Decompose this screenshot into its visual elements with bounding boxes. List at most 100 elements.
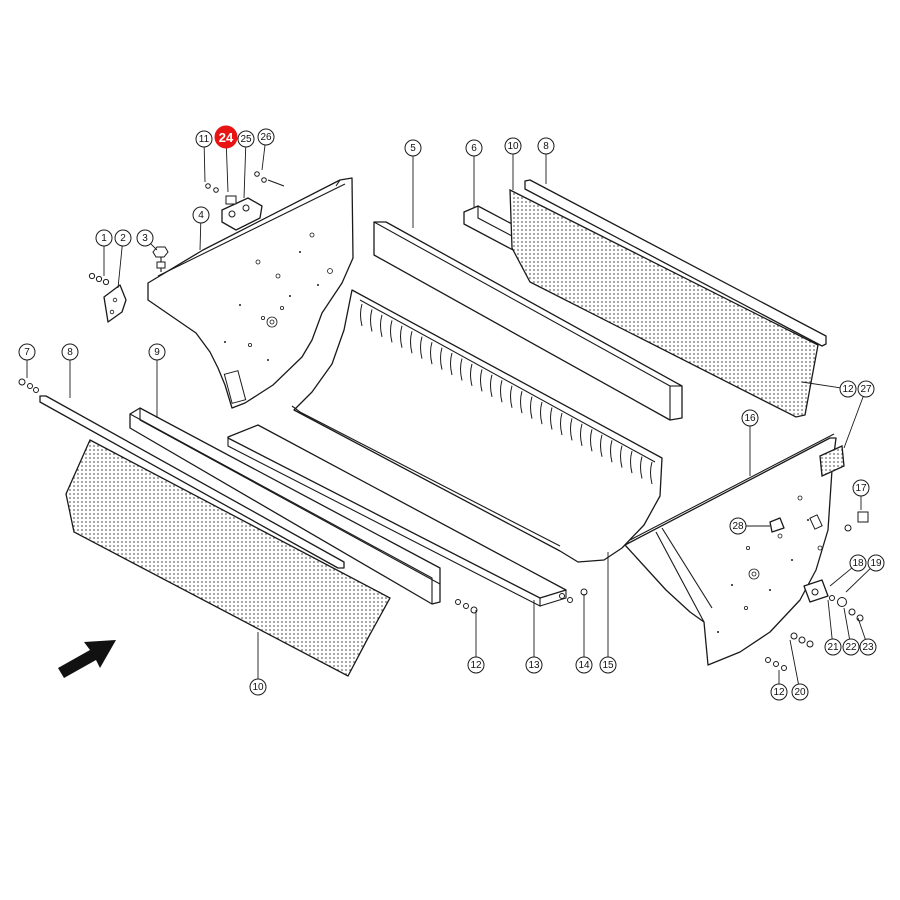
callout-27[interactable]: 27 (857, 380, 875, 398)
grate-slot (480, 369, 483, 392)
side-plate-left (147, 177, 354, 409)
grate-slot (500, 380, 503, 403)
callout-21[interactable]: 21 (824, 638, 842, 656)
callout-5[interactable]: 5 (404, 139, 422, 157)
callout-label: 17 (855, 483, 867, 494)
callout-label: 10 (507, 141, 519, 152)
callout-circle (791, 683, 809, 701)
hinge-bracket (205, 171, 285, 231)
grate-slot (570, 418, 573, 441)
leader-line-20 (789, 639, 799, 685)
callout-10[interactable]: 10 (249, 678, 267, 696)
callout-circle (61, 343, 79, 361)
callout-11[interactable]: 11 (195, 130, 213, 148)
callout-circle (525, 656, 543, 674)
leader-line-23 (857, 617, 866, 640)
callout-18[interactable]: 18 (849, 554, 867, 572)
callout-circle (249, 678, 267, 696)
callout-circle (18, 343, 36, 361)
callout-label: 28 (732, 521, 744, 532)
callout-label: 7 (24, 347, 30, 358)
callout-7[interactable]: 7 (18, 343, 36, 361)
callout-label: 11 (199, 134, 210, 145)
leader-line-2 (117, 245, 123, 289)
callout-circle (136, 229, 154, 247)
callout-circle (859, 638, 877, 656)
grate-slot (640, 456, 643, 479)
mesh-screen-top (509, 188, 819, 418)
grate-slot (530, 396, 533, 419)
leader-line-24 (225, 147, 229, 193)
callout-15[interactable]: 15 (599, 656, 617, 674)
grate-slot (520, 391, 523, 414)
callout-label: 5 (410, 143, 416, 154)
callout-12[interactable]: 12 (770, 683, 788, 701)
side-plate-right (624, 433, 845, 666)
callout-circle (214, 125, 238, 149)
callout-circle (857, 380, 875, 398)
callout-circle (575, 656, 593, 674)
callout-circle (839, 380, 857, 398)
callout-highlighted[interactable]: 24 (214, 125, 238, 149)
callout-label: 14 (578, 660, 590, 671)
callout-8[interactable]: 8 (537, 137, 555, 155)
callout-16[interactable]: 16 (741, 409, 759, 427)
callout-circle (537, 137, 555, 155)
callout-9[interactable]: 9 (148, 343, 166, 361)
concave-grate (291, 289, 663, 563)
callout-circle (867, 554, 885, 572)
callout-28[interactable]: 28 (729, 517, 747, 535)
callout-4[interactable]: 4 (192, 206, 210, 224)
grate-slot (420, 336, 423, 359)
callout-25[interactable]: 25 (237, 130, 255, 148)
callout-label: 16 (744, 413, 756, 424)
callout-8[interactable]: 8 (61, 343, 79, 361)
callout-label: 10 (252, 682, 264, 693)
callout-circle (849, 554, 867, 572)
callout-14[interactable]: 14 (575, 656, 593, 674)
bottom-hardware (18, 378, 588, 614)
grate-slot (540, 401, 543, 425)
leader-line-18 (829, 567, 853, 587)
grate-slot (370, 309, 373, 332)
callout-10[interactable]: 10 (504, 137, 522, 155)
leader-line-11 (203, 146, 206, 183)
callout-3[interactable]: 3 (136, 229, 154, 247)
grate-slot (440, 347, 443, 370)
callout-circle (852, 479, 870, 497)
callout-2[interactable]: 2 (114, 229, 132, 247)
callout-6[interactable]: 6 (465, 139, 483, 157)
callout-20[interactable]: 20 (791, 683, 809, 701)
callout-1[interactable]: 1 (95, 229, 113, 247)
callout-circle (599, 656, 617, 674)
callout-label: 23 (862, 642, 874, 653)
callout-label: 19 (870, 558, 882, 569)
mesh-screen-bottom (65, 439, 391, 677)
callout-label: 13 (528, 660, 540, 671)
callout-12[interactable]: 12 (839, 380, 857, 398)
callout-26[interactable]: 26 (257, 128, 275, 146)
callout-17[interactable]: 17 (852, 479, 870, 497)
leader-line-12 (801, 381, 841, 389)
grate-slot (400, 325, 403, 348)
callout-22[interactable]: 22 (842, 638, 860, 656)
callout-12[interactable]: 12 (467, 656, 485, 674)
callout-circle (148, 343, 166, 361)
callout-label: 4 (198, 210, 204, 221)
grate-slot (510, 385, 513, 408)
callout-label: 15 (602, 660, 614, 671)
callout-label: 27 (860, 384, 872, 395)
callout-19[interactable]: 19 (867, 554, 885, 572)
strip-top-8 (524, 179, 827, 347)
callout-label: 26 (260, 132, 272, 143)
callout-label: 22 (845, 642, 857, 653)
leader-lines (26, 144, 871, 685)
small-bracket (88, 272, 127, 323)
callout-23[interactable]: 23 (859, 638, 877, 656)
strip-bottom-8 (39, 395, 345, 569)
grate-slot (560, 412, 563, 436)
callout-circle (729, 517, 747, 535)
callout-13[interactable]: 13 (525, 656, 543, 674)
callout-label: 6 (471, 143, 477, 154)
